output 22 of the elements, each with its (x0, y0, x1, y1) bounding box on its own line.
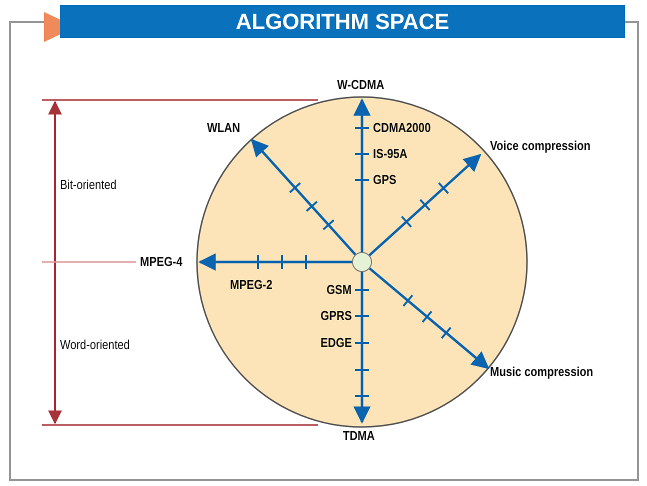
tick-label: CDMA2000 (373, 120, 431, 136)
axis-end-label: Voice compression (490, 138, 591, 154)
axis-end-label: Music compression (490, 364, 594, 380)
arrow (368, 267, 490, 370)
tick-label: GPS (373, 172, 396, 188)
tick-label: GSM (326, 282, 352, 298)
range-label: Bit-oriented (60, 177, 116, 193)
arrow (353, 272, 371, 424)
arrow (353, 98, 371, 252)
arrow (198, 253, 352, 271)
tick-label: GPRS (320, 308, 352, 324)
axis-end-label: TDMA (342, 428, 375, 444)
tick-label: IS-95A (373, 146, 408, 162)
arrow (368, 154, 482, 256)
tick-label: MPEG-2 (230, 277, 272, 293)
axis-end-label: MPEG-4 (140, 254, 182, 270)
range-label: Word-oriented (60, 337, 130, 353)
axis-end-label: WLAN (207, 120, 240, 136)
tick-label: EDGE (320, 335, 352, 351)
axis-end-label: W-CDMA (337, 77, 384, 93)
title-banner: ALGORITHM SPACE (60, 5, 625, 38)
arrow (250, 138, 356, 256)
